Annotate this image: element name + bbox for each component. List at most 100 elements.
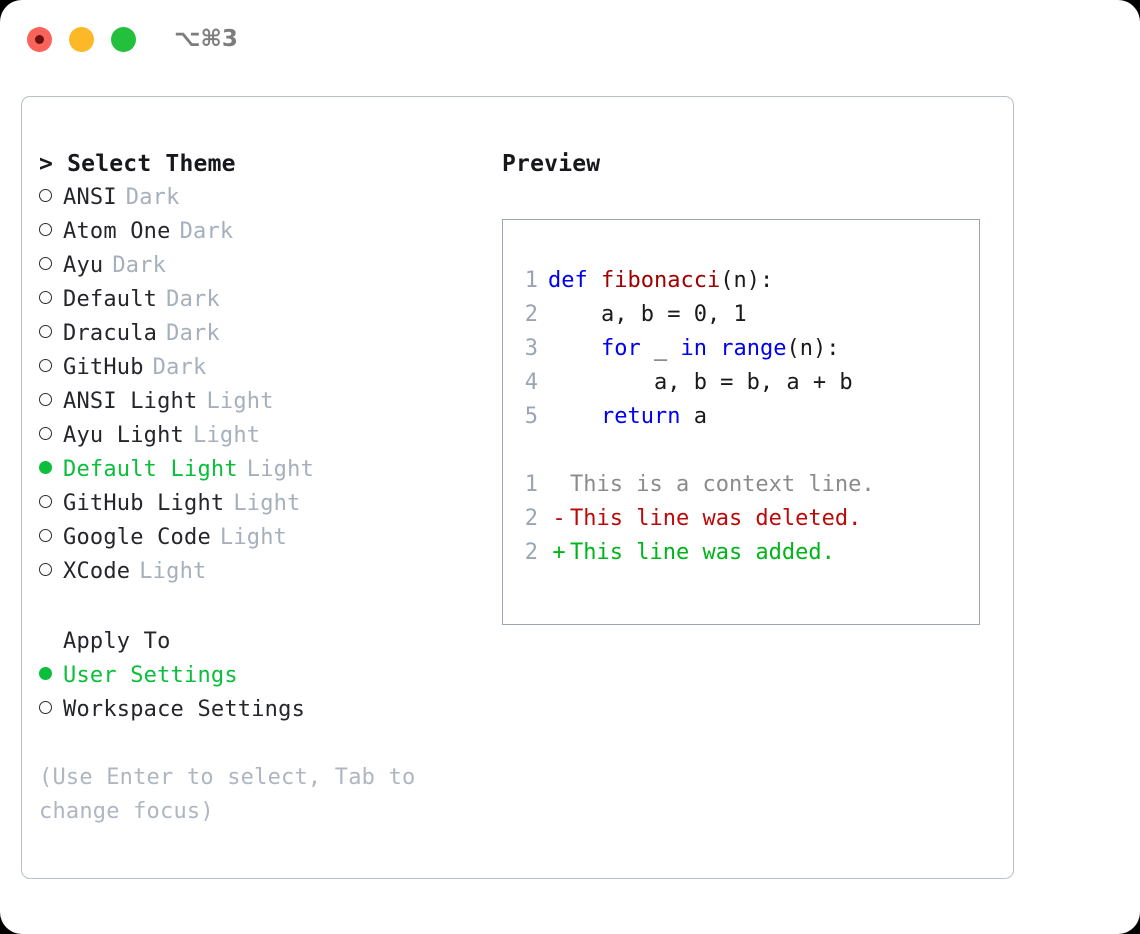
theme-list-item[interactable]: ANSI Dark	[39, 181, 479, 215]
radio-dot-icon	[39, 257, 52, 270]
code-text: return a	[548, 400, 707, 434]
code-line: 3 for _ in range(n):	[514, 332, 971, 366]
diff-marker: -	[552, 506, 566, 531]
code-token: a	[680, 404, 707, 429]
code-token: a, b = b, a + b	[548, 370, 853, 395]
code-line: 4 a, b = b, a + b	[514, 366, 971, 400]
diff-marker	[548, 468, 570, 502]
radio-unselected-icon[interactable]	[39, 693, 63, 727]
theme-name-label: ANSI	[63, 185, 117, 210]
radio-dot-icon	[39, 667, 52, 680]
line-number: 4	[524, 370, 538, 395]
code-token: return	[600, 404, 681, 429]
spacer	[39, 589, 479, 625]
radio-dot-icon	[39, 495, 52, 508]
close-dot-icon	[35, 34, 44, 44]
radio-unselected-icon[interactable]	[39, 521, 63, 555]
code-token	[548, 404, 601, 429]
code-token: (n):	[786, 336, 840, 361]
theme-variant-tag: Dark	[112, 253, 167, 278]
title-bar: ⌥⌘3	[0, 0, 1140, 78]
code-token: in range	[680, 336, 787, 361]
theme-variant-tag: Dark	[166, 287, 220, 312]
maximize-button-icon[interactable]	[111, 26, 136, 52]
diff-line: 2+This line was added.	[514, 536, 971, 570]
diff-text: This line was added.	[570, 540, 835, 565]
theme-list-item[interactable]: Ayu Dark	[39, 249, 479, 283]
spacer	[514, 434, 971, 468]
diff-text: This line was deleted.	[570, 506, 862, 531]
keyboard-hint-text: (Use Enter to select, Tab to change focu…	[39, 765, 416, 824]
radio-dot-icon	[39, 563, 52, 576]
theme-name-label: Default Light	[63, 457, 238, 482]
theme-name-label: Dracula	[63, 321, 158, 346]
line-number: 1	[524, 268, 538, 293]
window-controls	[27, 26, 136, 52]
radio-unselected-icon[interactable]	[39, 317, 63, 351]
radio-dot-icon	[39, 291, 52, 304]
theme-variant-tag: Light	[219, 525, 288, 550]
apply-to-header: Apply To	[63, 629, 171, 654]
code-text: for _ in range(n):	[548, 332, 839, 366]
theme-name-label: Default	[63, 287, 158, 312]
preview-title: Preview	[502, 151, 601, 177]
radio-selected-icon[interactable]	[39, 659, 63, 693]
line-number: 2	[524, 302, 538, 327]
code-token: a, b = 0, 1	[548, 302, 747, 327]
code-token: fibonacci	[600, 268, 721, 293]
radio-dot-icon	[39, 393, 52, 406]
radio-dot-icon	[39, 189, 52, 202]
minimize-button-icon[interactable]	[69, 26, 94, 52]
theme-variant-tag: Dark	[179, 219, 234, 244]
radio-unselected-icon[interactable]	[39, 249, 63, 283]
close-button-icon[interactable]	[27, 26, 52, 52]
theme-variant-tag: Dark	[125, 185, 180, 210]
radio-selected-icon[interactable]	[39, 453, 63, 487]
radio-unselected-icon[interactable]	[39, 555, 63, 589]
code-text: a, b = b, a + b	[548, 366, 853, 400]
line-number: 2	[524, 506, 538, 531]
radio-unselected-icon[interactable]	[39, 351, 63, 385]
theme-name-label: Ayu	[63, 253, 104, 278]
theme-variant-tag: Light	[206, 389, 274, 414]
radio-unselected-icon[interactable]	[39, 215, 63, 249]
radio-unselected-icon[interactable]	[39, 487, 63, 521]
radio-dot-icon	[39, 461, 52, 474]
radio-unselected-icon[interactable]	[39, 419, 63, 453]
diff-marker: +	[552, 540, 566, 565]
theme-variant-tag: Light	[233, 491, 301, 516]
radio-unselected-icon[interactable]	[39, 181, 63, 215]
radio-unselected-icon[interactable]	[39, 283, 63, 317]
radio-unselected-icon[interactable]	[39, 385, 63, 419]
radio-dot-icon	[39, 325, 52, 338]
code-token	[548, 336, 601, 361]
diff-lines: 1 This is a context line. 2-This line was…	[514, 468, 971, 570]
theme-variant-tag: Light	[193, 423, 261, 448]
apply-to-option[interactable]: Workspace Settings	[39, 693, 479, 727]
theme-list-item[interactable]: Default Dark	[39, 283, 479, 317]
apply-to-label: Workspace Settings	[63, 697, 306, 722]
diff-line: 1 This is a context line.	[514, 468, 971, 502]
theme-variant-tag: Dark	[152, 355, 207, 380]
line-number: 1	[524, 472, 538, 497]
line-number: 3	[524, 336, 538, 361]
theme-variant-tag: Light	[139, 559, 207, 584]
apply-to-option[interactable]: User Settings	[39, 659, 479, 693]
